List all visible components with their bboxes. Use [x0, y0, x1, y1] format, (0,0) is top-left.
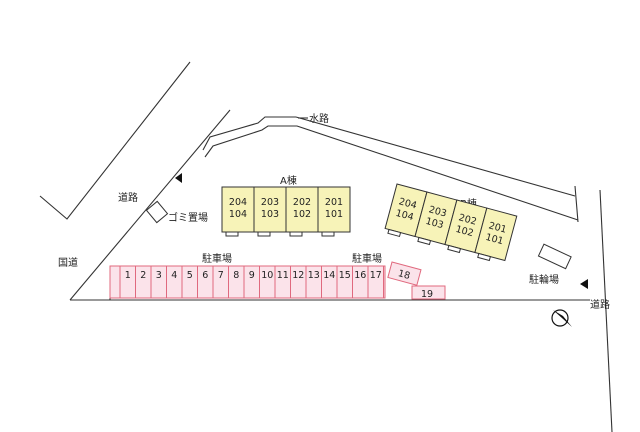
parking-space: 6 — [197, 265, 214, 299]
parking-space-number: 8 — [233, 270, 239, 281]
parking-space: 5 — [181, 265, 198, 299]
parking-space-number: 4 — [171, 270, 177, 281]
parking-space: 17 — [367, 265, 384, 299]
waterway-label: 水路 — [309, 112, 329, 125]
parking-space-number: 16 — [354, 270, 366, 281]
room-number: 202 — [293, 197, 311, 208]
north-arrow-icon — [551, 309, 572, 327]
parking-label-right: 駐車場 — [352, 252, 382, 265]
parking-space-number: 17 — [370, 270, 382, 281]
room-number: 102 — [293, 209, 311, 220]
room-number: 202 — [457, 212, 477, 227]
national-road-label: 国道 — [58, 256, 78, 269]
building-a: A棟 204 104 203 103 202 102 201 101 — [221, 174, 351, 237]
parking-space-18: 18 — [387, 261, 422, 286]
building-a-entry-3 — [289, 231, 303, 237]
parking-space-number: 7 — [218, 270, 224, 281]
parking-space: 13 — [305, 265, 322, 299]
parking-space-number: 9 — [249, 270, 255, 281]
parking-space: 1 — [119, 265, 136, 299]
bicycle-parking-box — [537, 243, 572, 270]
direction-arrow-icon — [175, 173, 182, 183]
parking-space-number: 1 — [125, 270, 131, 281]
parking-space: 7 — [212, 265, 229, 299]
direction-arrow-icon — [580, 279, 588, 289]
right-boundary — [574, 185, 579, 223]
room-number: 204 — [229, 197, 247, 208]
building-b-entry-2 — [417, 236, 432, 246]
parking-space: 3 — [150, 265, 167, 299]
national-road-edge — [69, 109, 231, 301]
building-b: B棟 204 104 203 103 202 102 201 101 — [384, 183, 518, 262]
room-number: 103 — [261, 209, 279, 220]
parking-space: 9 — [243, 265, 260, 299]
upper-left-road-edge — [39, 61, 191, 220]
road-label-upper-left: 道路 — [118, 191, 138, 204]
parking-space-19: 19 — [411, 285, 446, 300]
building-a-title: A棟 — [280, 174, 297, 187]
room-number: 104 — [394, 208, 414, 223]
building-b-entry-3 — [447, 244, 462, 254]
building-b-entry-4 — [477, 252, 491, 262]
parking-space-number: 3 — [156, 270, 162, 281]
room-number: 204 — [398, 196, 418, 211]
parking-space-box — [367, 265, 384, 299]
parking-space-number: 2 — [140, 270, 146, 281]
parking-space-number: 6 — [202, 270, 208, 281]
road-label-right: 道路 — [590, 298, 610, 311]
parking-space-number: 12 — [292, 270, 304, 281]
parking-space-number: 19 — [421, 289, 433, 300]
parking-space-number: 14 — [323, 270, 335, 281]
room-number: 101 — [484, 232, 504, 247]
garbage-station: ゴミ置場 — [145, 200, 208, 224]
right-road-edge — [599, 189, 613, 432]
parking-space: 2 — [135, 265, 152, 299]
garbage-station-box — [145, 200, 169, 224]
bicycle-parking: 駐輪場 — [529, 243, 572, 286]
parking-space-number: 15 — [339, 270, 351, 281]
room-number: 102 — [454, 224, 474, 239]
parking-space: 14 — [321, 265, 338, 299]
building-b-body: 204 104 203 103 202 102 201 101 — [384, 183, 518, 262]
room-number: 103 — [424, 216, 444, 231]
parking-space: 15 — [336, 265, 353, 299]
waterway-wall-upper — [202, 116, 296, 151]
room-number: 203 — [261, 197, 279, 208]
building-b-entry-1 — [387, 228, 402, 238]
parking-space-box — [387, 261, 422, 286]
parking-space: 8 — [228, 265, 245, 299]
parking-space-number: 18 — [397, 268, 412, 282]
parking-space-number: 5 — [187, 270, 193, 281]
parking-space: 11 — [274, 265, 291, 299]
parking-space: 16 — [352, 265, 369, 299]
parking-space-number: 13 — [308, 270, 320, 281]
parking-space-box — [411, 285, 446, 300]
parking-space: 10 — [259, 265, 276, 299]
parking-space: 4 — [166, 265, 183, 299]
parking-space-number: 11 — [277, 270, 289, 281]
room-number: 203 — [427, 204, 447, 219]
parking-space-number: 10 — [261, 270, 273, 281]
building-a-entry-1 — [225, 231, 239, 237]
building-a-entry-4 — [321, 231, 335, 237]
waterway-wall-lower — [204, 125, 579, 221]
garbage-station-label: ゴミ置場 — [168, 211, 208, 224]
room-number: 201 — [325, 197, 343, 208]
parking-space: 12 — [290, 265, 307, 299]
room-number: 101 — [325, 209, 343, 220]
bicycle-parking-label: 駐輪場 — [529, 273, 559, 286]
waterway-edge — [295, 116, 576, 197]
room-number: 201 — [487, 220, 507, 235]
parking-label-left: 駐車場 — [202, 252, 232, 265]
building-a-entry-2 — [257, 231, 271, 237]
room-number: 104 — [229, 209, 247, 220]
